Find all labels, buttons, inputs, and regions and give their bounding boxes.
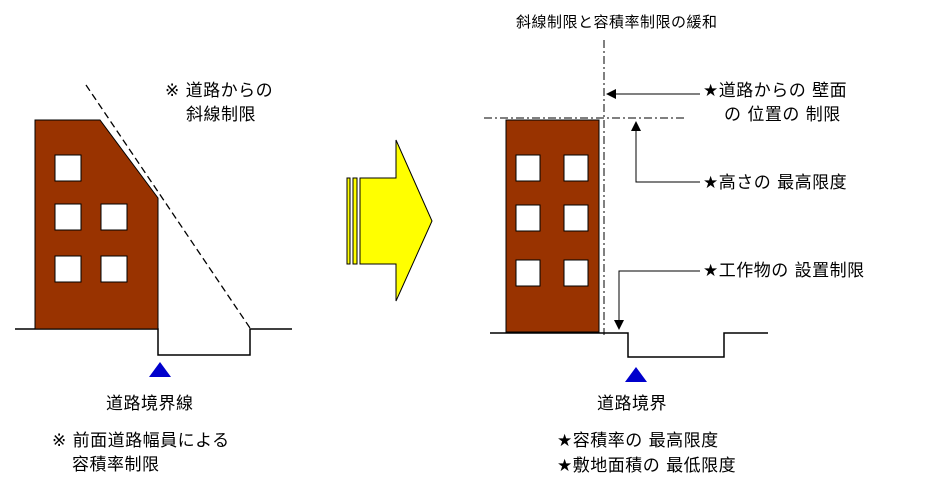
right-window xyxy=(563,259,589,287)
wall-position-note-line2: の 位置の 制限 xyxy=(724,105,841,125)
left-boundary-marker-icon xyxy=(149,362,171,377)
left-scene xyxy=(15,84,292,377)
right-boundary-marker-icon xyxy=(625,367,647,382)
arrow-tail-stripe xyxy=(352,177,358,265)
height-limit-note: ★高さの 最高限度 xyxy=(703,173,848,193)
slant-limit-line xyxy=(85,84,251,329)
height-note-leader xyxy=(635,128,700,183)
wall-note-arrowhead-icon xyxy=(606,89,616,99)
left-ground-line xyxy=(15,328,292,356)
right-window xyxy=(563,204,589,232)
left-boundary-label: 道路境界線 xyxy=(106,394,194,414)
left-window xyxy=(54,154,82,182)
structure-limit-note: ★工作物の 設置制限 xyxy=(703,261,865,281)
arrow-right-icon xyxy=(359,139,433,302)
right-boundary-label: 道路境界 xyxy=(597,394,667,414)
left-window xyxy=(54,255,82,283)
floor-area-ratio-note-line2: 容積率制限 xyxy=(72,455,160,475)
slant-limit-note-line2: 斜線制限 xyxy=(186,105,256,125)
structure-note-leader xyxy=(618,270,700,321)
height-note-arrowhead-icon xyxy=(631,121,641,131)
arrow-tail-stripe xyxy=(346,177,351,265)
right-window xyxy=(563,154,589,182)
left-window xyxy=(100,203,128,231)
wall-position-note-line1: ★道路からの 壁面 xyxy=(703,81,848,101)
min-site-area-note: ★敷地面積の 最低限度 xyxy=(557,456,737,476)
left-window xyxy=(54,203,82,231)
structure-note-arrowhead-icon xyxy=(614,320,624,330)
right-window xyxy=(515,154,541,182)
right-scene xyxy=(484,40,768,382)
left-building xyxy=(34,119,159,330)
max-floor-area-ratio-note: ★容積率の 最高限度 xyxy=(557,431,719,451)
transition-arrow xyxy=(346,139,433,302)
right-window xyxy=(515,204,541,232)
slant-limit-note-line1: ※ 道路からの xyxy=(165,81,274,101)
floor-area-ratio-note-line1: ※ 前面道路幅員による xyxy=(52,431,230,451)
right-ground-line xyxy=(490,332,768,358)
left-window xyxy=(100,255,128,283)
right-window xyxy=(515,259,541,287)
diagram-title: 斜線制限と容積率制限の緩和 xyxy=(516,13,718,31)
